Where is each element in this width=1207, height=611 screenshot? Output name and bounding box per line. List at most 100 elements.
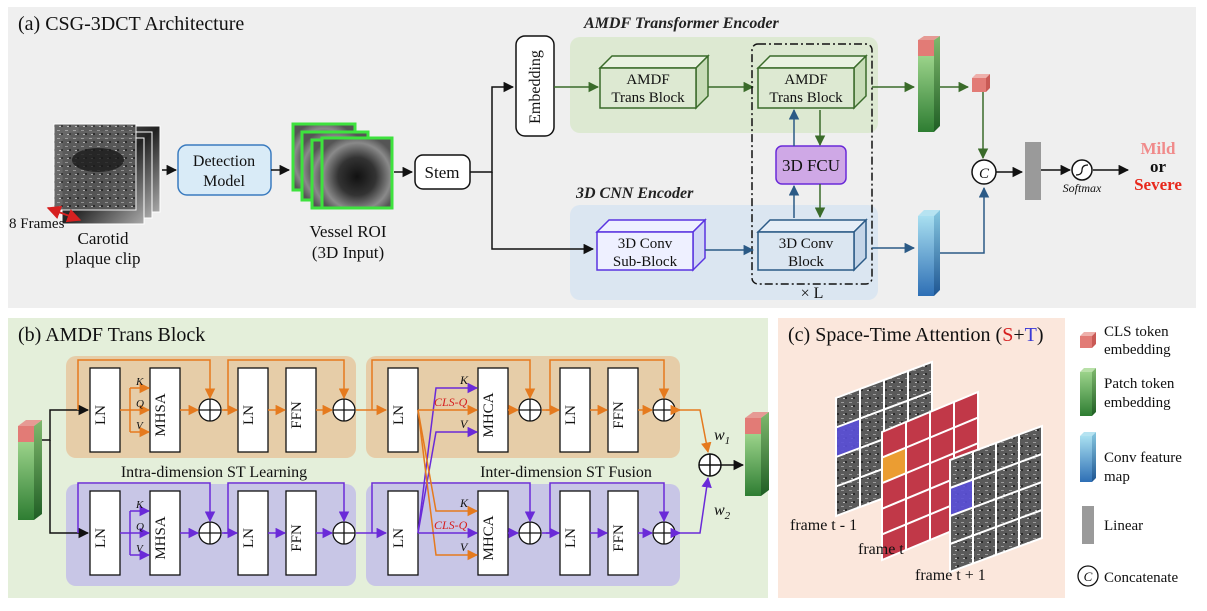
frame-prev-label: frame t - 1 [790,517,857,534]
legend-cls-1: CLS token [1104,324,1169,340]
clip-label-2: plaque clip [65,249,140,268]
row1-ln3-box [387,490,419,576]
row1-ln3-label: LN [391,528,407,548]
stem-label: Stem [425,163,460,182]
input-tokens [18,420,42,520]
frame-next-label: frame t + 1 [915,567,986,584]
legend-conv-swatch [1080,432,1096,482]
row0-ln1-box [89,367,121,453]
detection-line-2: Model [203,173,245,190]
intra-label: Intra-dimension ST Learning [121,464,307,481]
roi-label-2: (3D Input) [312,243,384,262]
row1-ffn1-label: FFN [289,524,305,552]
transformer-encoder-title: AMDF Transformer Encoder [583,15,779,32]
frame-cur-label: frame t [858,541,904,558]
legend-patch-swatch [1080,368,1096,416]
legend-concat-circle [1077,565,1099,587]
conv-block: 3D Conv Block [756,218,868,272]
panel-a-title: (a) CSG-3DCT Architecture [18,13,244,35]
fcu-box [775,145,847,185]
concat-symbol: C [979,166,990,182]
row0-ln2-label: LN [241,405,257,425]
row0-ffn1-label: FFN [289,401,305,429]
row0-mhca-label: MHCA [481,392,497,437]
row0-mhsa-label: MHSA [153,393,169,437]
legend-cls-2: embedding [1104,342,1171,358]
inter-label: Inter-dimension ST Fusion [480,464,652,481]
output-or: or [1150,157,1167,176]
row1-v-label: V [136,543,144,555]
repeat-label: × L [801,285,824,302]
cross-clsq-top: CLS-Q [434,395,468,409]
row0-mhsa-box [149,367,181,453]
row0-q-label: Q [136,398,144,410]
cross-k-top: K [459,373,469,387]
legend-concat-symbol: C [1084,569,1093,584]
cross-clsq-bottom: CLS-Q [434,518,468,532]
frame-next-grid [949,424,1043,574]
row1-ln2-label: LN [241,528,257,548]
legend-linear: Linear [1104,518,1143,534]
amdf-trans-block-1: AMDF Trans Block [598,54,710,110]
row0-v-label: V [136,420,144,432]
frames-label: 8 Frames [9,216,65,232]
row0-ln4-box [559,367,591,453]
softmax-label: Softmax [1063,181,1102,195]
cls-token-output [972,74,990,92]
row1-ffn1-box [285,490,317,576]
cross-v-bottom: V [460,540,469,554]
row1-mhsa-label: MHSA [153,516,169,560]
conv-sub-line-a: 3D Conv [618,236,673,252]
output-tokens [745,412,769,496]
panel-b-title: (b) AMDF Trans Block [18,324,205,346]
legend-patch-1: Patch token [1104,376,1175,392]
row0-ffn2-label: FFN [611,401,627,429]
row1-q-label: Q [136,521,144,533]
amdf-block-1-line-a: AMDF [626,72,669,88]
output-severe: Severe [1134,175,1182,194]
conv-feature-output [918,210,940,296]
detection-line-1: Detection [193,153,255,170]
row1-ffn2-label: FFN [611,524,627,552]
row1-ln4-label: LN [563,528,579,548]
linear-layer [1025,142,1041,200]
embedding-box [515,35,555,137]
amdf-block-2-line-b: Trans Block [769,90,843,106]
row1-ln4-box [559,490,591,576]
row1-ln1-label: LN [93,528,109,548]
cross-k-bottom: K [459,496,469,510]
w1-label: w1 [714,427,730,447]
carotid-clip-stack [53,123,161,225]
conv-sub-block: 3D Conv Sub-Block [595,218,707,272]
panel-a: (a) CSG-3DCT Architecture AMDF Transform… [8,7,1196,308]
legend-patch-2: embedding [1104,395,1171,411]
legend-conv-2: map [1104,469,1130,485]
roi-label-1: Vessel ROI [310,222,387,241]
conv-block-line-a: 3D Conv [779,236,834,252]
row1-mhca-label: MHCA [481,515,497,560]
row1-ln1-box [89,490,121,576]
embedding-label: Embedding [527,50,544,124]
panel-c: (c) Space-Time Attention (S+T) frame t -… [778,318,1065,598]
panel-c-title: (c) Space-Time Attention (S+T) [788,324,1044,346]
legend: CLS token embedding Patch token embeddin… [1077,324,1182,587]
row0-ln1-label: LN [93,405,109,425]
amdf-block-2-line-a: AMDF [784,72,827,88]
legend-cls-swatch [1080,332,1096,348]
conv-sub-line-b: Sub-Block [613,254,678,270]
repeat-box [751,43,873,285]
w2-label: w2 [714,502,731,522]
legend-concat: Concatenate [1104,570,1178,586]
row1-k-label: K [135,499,144,511]
fcu-label: 3D FCU [782,156,840,175]
panel-b: (b) AMDF Trans Block Intra-dimension ST … [8,318,769,598]
row0-k-label: K [135,376,144,388]
cnn-encoder-title: 3D CNN Encoder [575,185,694,202]
amdf-block-1-line-b: Trans Block [611,90,685,106]
frames-bracket [46,205,82,223]
amdf-trans-block-2: AMDF Trans Block [756,54,868,110]
row0-ln3-box [387,367,419,453]
output-mild: Mild [1141,139,1176,158]
vessel-roi-stack [291,122,394,210]
